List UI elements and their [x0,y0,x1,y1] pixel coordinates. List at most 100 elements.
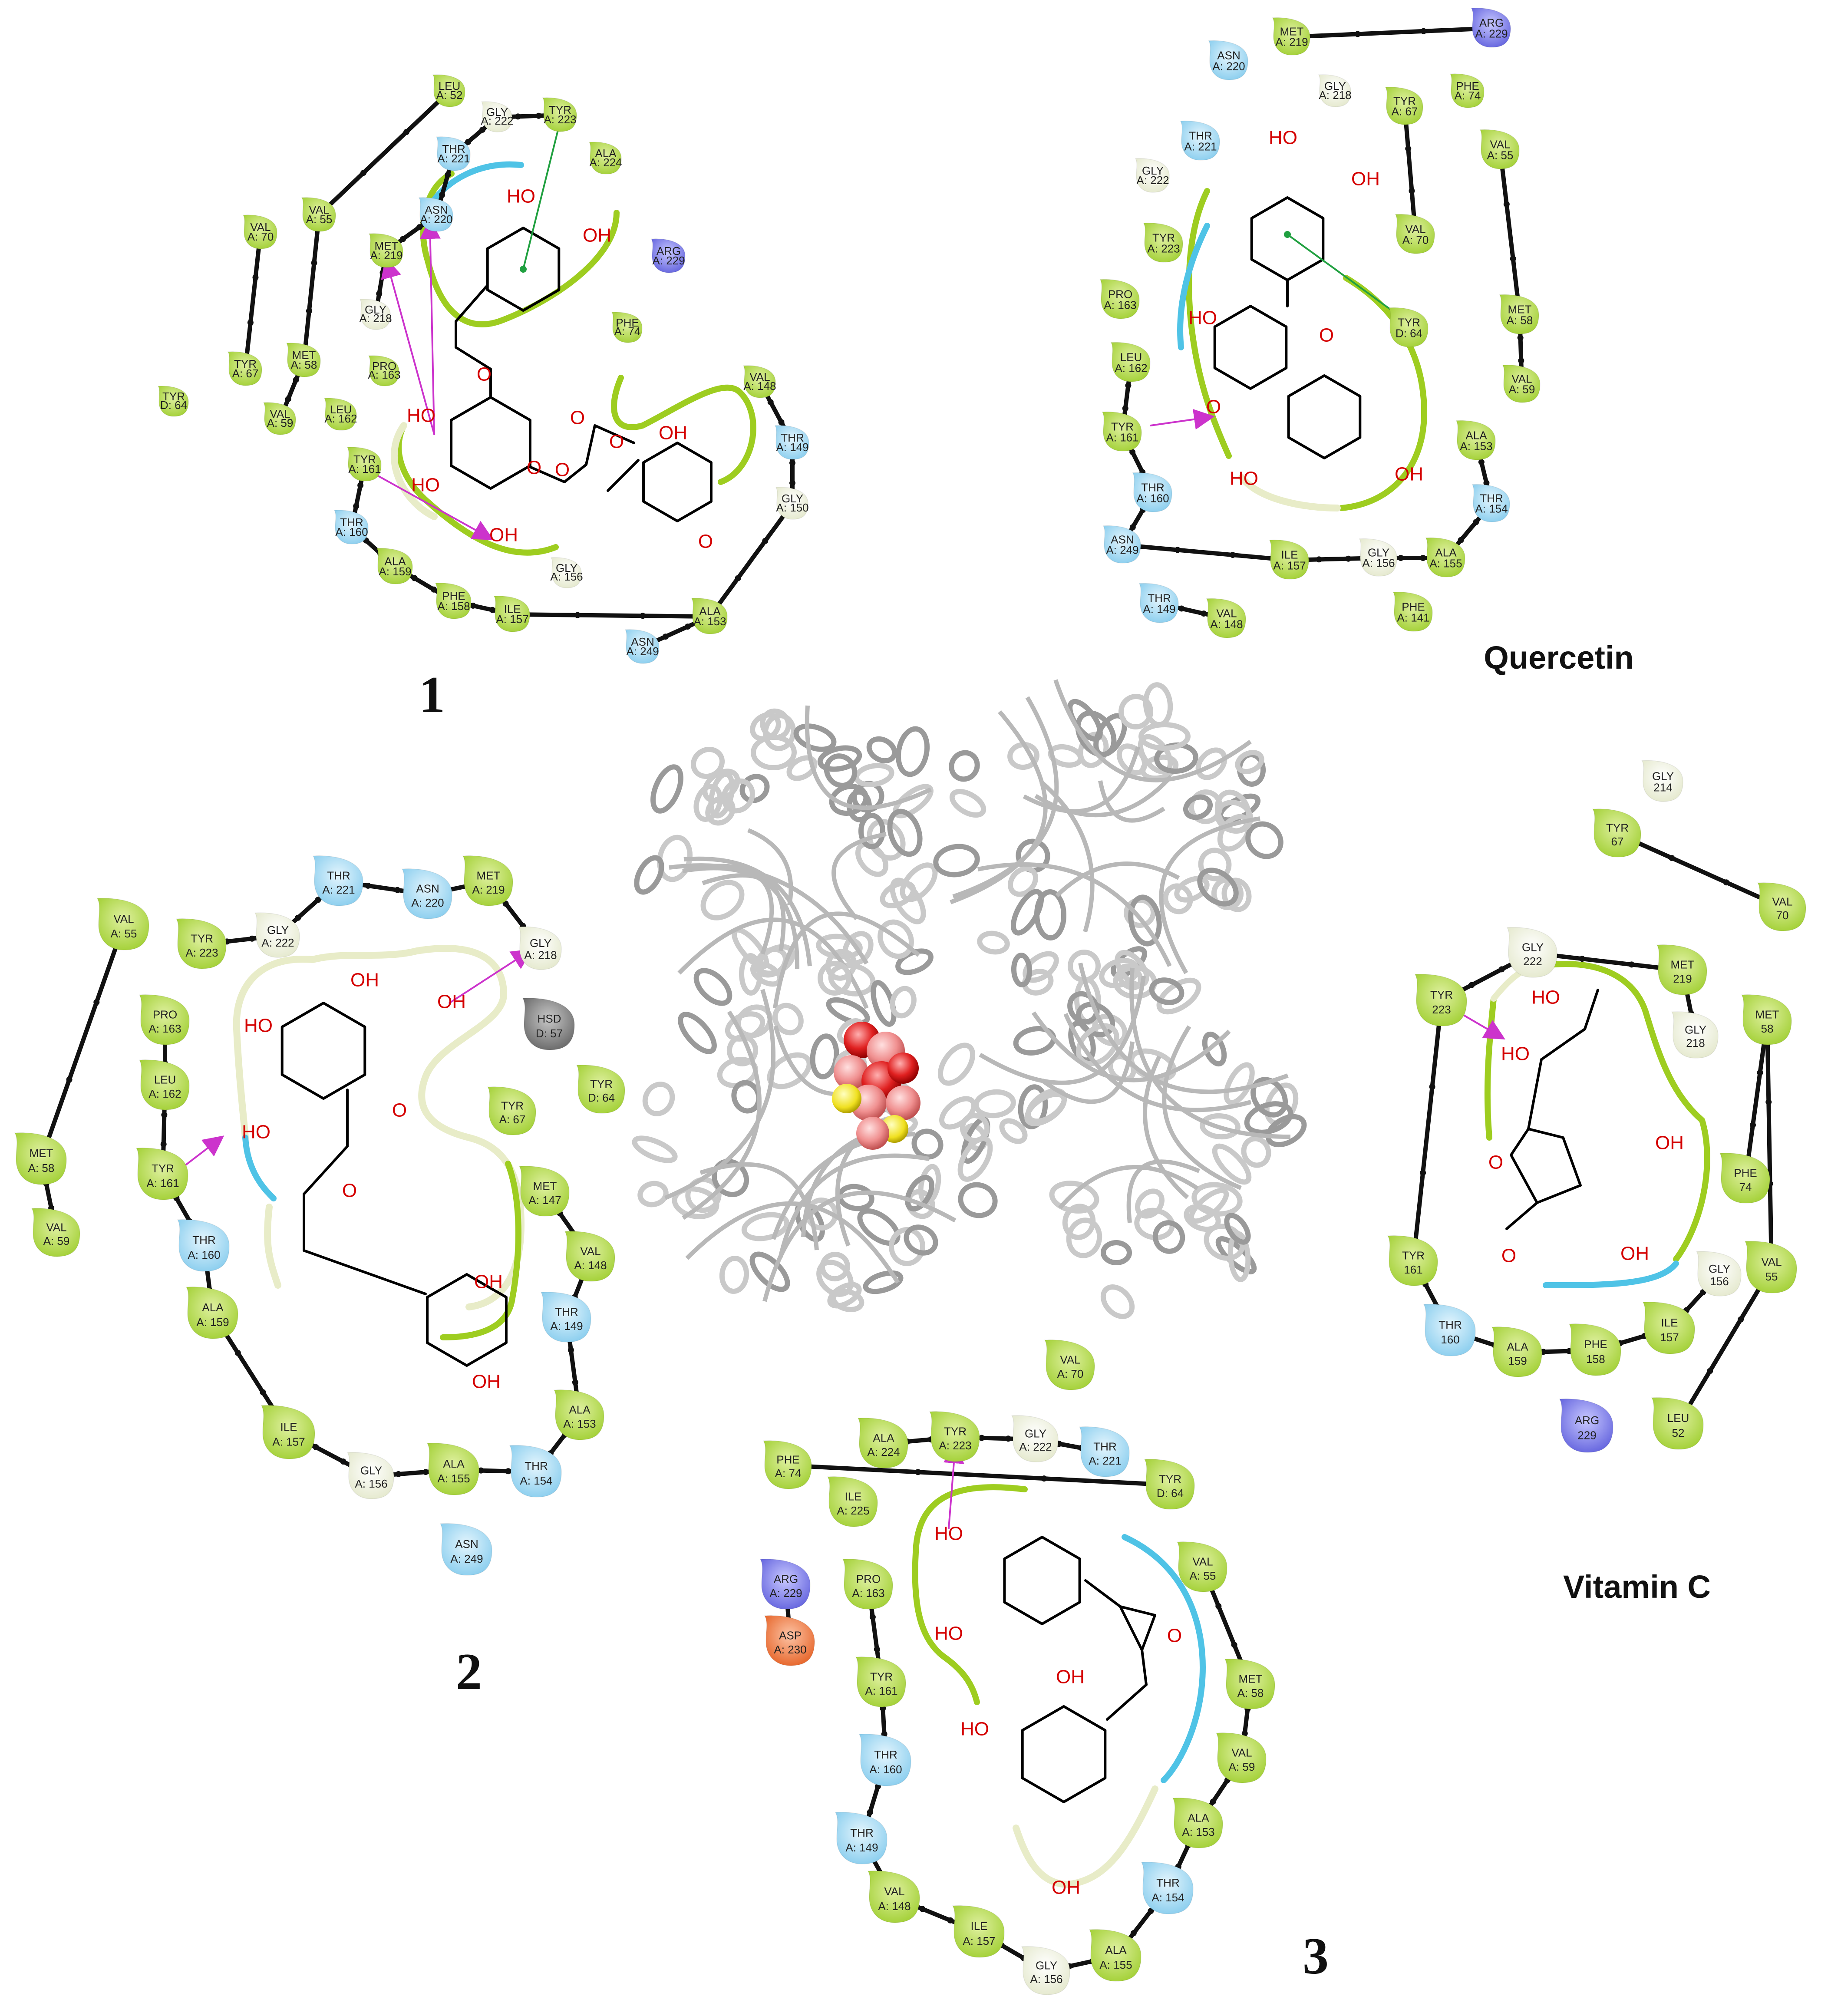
backbone-dot [295,914,301,921]
protein-helix [750,712,781,742]
ligand-bond [563,463,587,483]
residue-name: TYR [590,1078,613,1091]
residue-number: A: 249 [1106,544,1138,557]
residue-name: PHE [616,316,639,329]
protein-helix [1138,722,1191,751]
residue-number: A: 159 [379,565,411,578]
binding-pocket-outline [396,422,559,556]
residue-marker [1455,420,1496,460]
residue-number: 58 [1761,1022,1774,1035]
residue-marker [1099,279,1140,319]
ligand-bond [303,1145,349,1195]
heteroatom-label: HO [507,186,535,207]
residue-number: 229 [1577,1429,1596,1442]
protein-helix [866,736,897,764]
binding-pocket-outline [440,1161,521,1340]
ligand-bond [1527,1058,1543,1130]
protein-helix [1235,750,1264,774]
protein-helix [863,1270,904,1294]
residue-marker [96,897,149,950]
backbone-dot [489,607,496,613]
residue-marker [14,1132,67,1185]
backbone-dot [247,319,254,326]
residue-name: TYR [870,1670,893,1683]
residue-number: A: 157 [1273,559,1306,572]
residue-number: A: 223 [939,1439,971,1452]
residue-marker [542,97,577,132]
protein-helix [1163,883,1193,914]
backbone-dot [403,129,409,135]
residue-number: A: 162 [324,412,357,425]
hydrogen-bond-arrow [373,472,494,540]
backbone-dot [313,1444,319,1450]
residue-number: A: 153 [563,1417,596,1430]
protein-loop [1039,780,1095,933]
residue-number: A: 163 [1104,299,1136,312]
residue-marker [31,1208,80,1257]
residue-number: A: 155 [1099,1958,1132,1971]
residue-number: A: 158 [437,600,470,613]
residue-name: ILE [280,1420,297,1433]
residue-number: A: 157 [272,1435,305,1448]
protein-helix [854,763,894,787]
backbone-dot [234,1349,241,1356]
residue-name: THR [1480,492,1503,505]
residue-marker [1180,120,1220,161]
ligand-bond [1505,1201,1538,1230]
heteroatom-label: O [1501,1245,1516,1267]
ligand-sphere [834,1055,868,1090]
backbone-dot [1723,879,1729,886]
residue-marker [691,597,728,634]
residue-marker [1208,40,1248,80]
residue-name: VAL [1060,1353,1080,1366]
residue-marker [376,548,413,584]
residue-name: ALA [1435,546,1457,559]
heteroatom-label: OH [583,225,611,246]
backbone-dot [394,887,401,893]
ligand-ring [1287,374,1362,459]
residue-marker [263,402,296,435]
residue-name: MET [1755,1008,1779,1021]
backbone-dot [869,1614,876,1620]
backbone-dot [572,1379,578,1386]
protein-helix [1100,1284,1135,1319]
heteroatom-label: O [1488,1152,1503,1173]
residue-name: THR [525,1459,548,1472]
backbone-line [1615,831,1785,910]
backbone-dot [684,624,691,630]
backbone-dot [735,575,741,581]
residue-name: TYR [1111,420,1134,433]
pi-stack-line [522,121,561,270]
ligand-bond [1084,1579,1122,1608]
residue-number: A: 161 [348,462,381,475]
protein-loop [1159,816,1260,974]
residue-number: A: 163 [148,1022,181,1035]
residue-number: A: 156 [550,570,583,583]
residue-name: PRO [372,360,396,373]
residue-name: ILE [845,1490,861,1503]
residue-name: ALA [384,555,406,568]
ligand-ring [1021,1705,1107,1803]
backbone-line [243,230,263,371]
residue-marker [929,1411,980,1462]
residue-marker [435,582,472,619]
backbone-dot [439,191,445,198]
residue-number: A: 221 [1089,1454,1121,1467]
residue-marker [1176,1541,1227,1592]
protein-loop [1041,1041,1135,1104]
protein-helix [1244,1101,1293,1135]
residue-number: A: 222 [481,114,513,127]
backbone-dot [574,612,581,618]
